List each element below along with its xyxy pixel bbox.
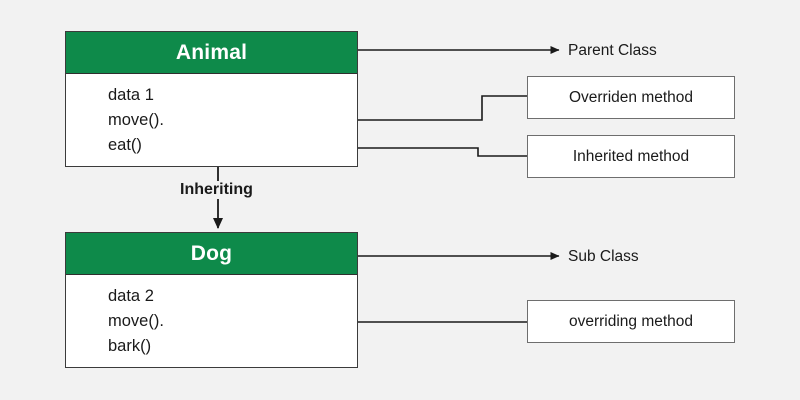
class-header-animal: Animal (66, 32, 357, 74)
class-member-dog-bark: bark() (108, 337, 152, 355)
class-box-dog[interactable]: Dog data 2 move(). bark() (65, 232, 358, 368)
callout-inherited-method[interactable]: Inherited method (527, 135, 735, 178)
class-title-animal: Animal (175, 40, 248, 64)
class-member-animal-move: move(). (108, 111, 164, 129)
class-member-animal-eat: eat() (108, 136, 142, 154)
label-inheriting: Inheriting (176, 181, 257, 199)
class-body-animal: data 1 move(). eat() (66, 74, 357, 166)
class-header-dog: Dog (66, 233, 357, 275)
callout-overriden-method[interactable]: Overriden method (527, 76, 735, 119)
class-body-dog: data 2 move(). bark() (66, 275, 357, 367)
class-member-dog-data: data 2 (108, 287, 154, 305)
label-parent-class: Parent Class (568, 42, 657, 59)
class-title-dog: Dog (190, 241, 233, 265)
class-member-dog-move: move(). (108, 312, 164, 330)
class-member-animal-data: data 1 (108, 86, 154, 104)
callout-overriding-method[interactable]: overriding method (527, 300, 735, 343)
class-box-animal[interactable]: Animal data 1 move(). eat() (65, 31, 358, 167)
label-sub-class: Sub Class (568, 248, 639, 265)
